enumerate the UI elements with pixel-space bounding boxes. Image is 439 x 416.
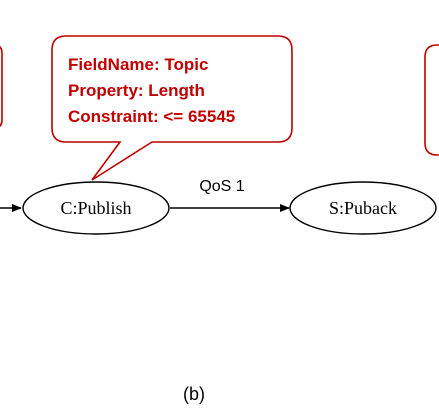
constraint-callout — [51, 35, 293, 181]
right-partial-callout — [424, 44, 439, 156]
figure-caption: (b) — [183, 384, 205, 404]
puback-node — [289, 181, 437, 235]
callout-property-line: Property: Length — [68, 81, 205, 100]
qos-edge-label: QoS 1 — [199, 178, 244, 195]
puback-node-label: S:Puback — [329, 198, 397, 218]
publish-node — [22, 181, 170, 235]
left-partial-callout — [0, 45, 3, 128]
publish-node-label: C:Publish — [60, 198, 131, 218]
callout-constraint-line: Constraint: <= 65545 — [68, 107, 235, 126]
callout-fieldname-line: FieldName: Topic — [68, 55, 208, 74]
